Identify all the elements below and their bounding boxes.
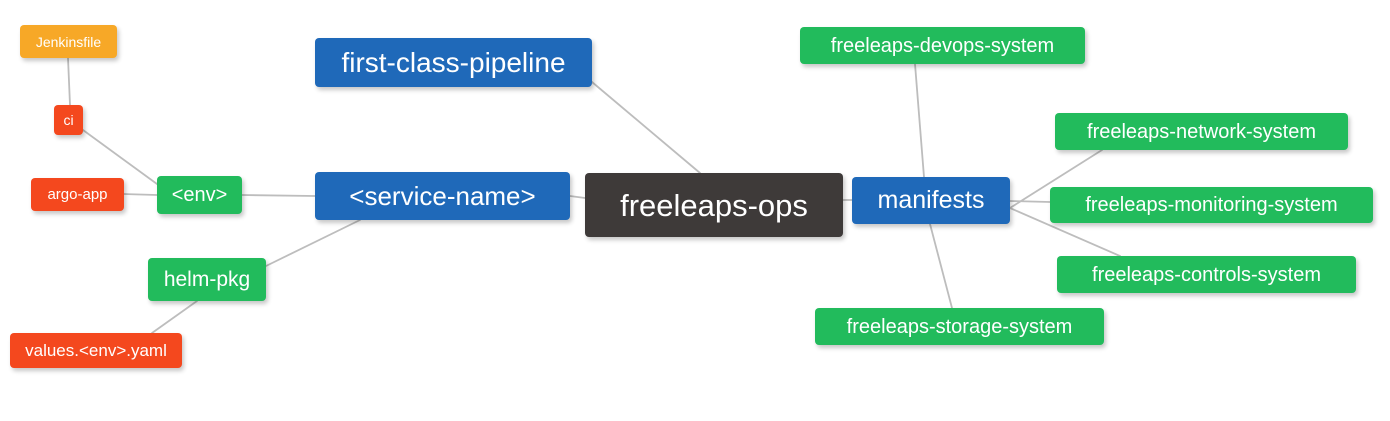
edge-values-yaml-to-helm-pkg — [151, 300, 198, 334]
edge-manifests-to-freeleaps-devops-system — [914, 63, 925, 178]
node-jenkinsfile[interactable]: Jenkinsfile — [20, 25, 117, 58]
node-label: freeleaps-ops — [620, 187, 808, 223]
edge-argo-app-to-env — [123, 193, 158, 196]
node-freeleaps-controls-system[interactable]: freeleaps-controls-system — [1057, 256, 1356, 293]
node-label: values.<env>.yaml — [25, 341, 167, 360]
edge-jenkinsfile-to-ci — [67, 57, 71, 106]
node-freeleaps-ops[interactable]: freeleaps-ops — [585, 173, 843, 237]
edge-manifests-to-freeleaps-network-system — [1009, 149, 1103, 209]
node-env[interactable]: <env> — [157, 176, 242, 214]
node-label: freeleaps-monitoring-system — [1085, 194, 1338, 216]
node-manifests[interactable]: manifests — [852, 177, 1010, 224]
node-freeleaps-storage-system[interactable]: freeleaps-storage-system — [815, 308, 1104, 345]
node-label: freeleaps-controls-system — [1092, 263, 1321, 286]
node-label: freeleaps-devops-system — [830, 34, 1055, 57]
node-ci[interactable]: ci — [54, 105, 83, 135]
node-freeleaps-monitoring-system[interactable]: freeleaps-monitoring-system — [1050, 187, 1373, 223]
node-label: <service-name> — [349, 181, 536, 211]
node-freeleaps-network-system[interactable]: freeleaps-network-system — [1055, 113, 1348, 150]
edge-env-to-service-name — [241, 194, 316, 197]
node-label: argo-app — [47, 186, 108, 203]
node-label: freeleaps-network-system — [1087, 120, 1316, 143]
node-values-yaml[interactable]: values.<env>.yaml — [10, 333, 182, 368]
edge-service-name-to-freeleaps-ops — [569, 195, 586, 199]
node-label: first-class-pipeline — [341, 46, 566, 78]
node-first-class-pipeline[interactable]: first-class-pipeline — [315, 38, 592, 87]
node-freeleaps-devops-system[interactable]: freeleaps-devops-system — [800, 27, 1085, 64]
edge-helm-pkg-to-service-name — [265, 219, 361, 267]
edge-manifests-to-freeleaps-controls-system — [1009, 207, 1121, 257]
node-label: manifests — [877, 186, 985, 214]
edge-ci-to-env — [82, 129, 158, 185]
node-label: Jenkinsfile — [35, 33, 102, 50]
node-helm-pkg[interactable]: helm-pkg — [148, 258, 266, 301]
edge-manifests-to-freeleaps-storage-system — [929, 223, 953, 309]
node-service-name[interactable]: <service-name> — [315, 172, 570, 220]
node-label: helm-pkg — [163, 268, 251, 291]
node-label: <env> — [171, 184, 228, 206]
edge-first-class-pipeline-to-freeleaps-ops — [591, 81, 701, 174]
node-label: ci — [63, 112, 74, 128]
node-label: freeleaps-storage-system — [846, 315, 1073, 338]
edge-manifests-to-freeleaps-monitoring-system — [1009, 200, 1051, 203]
node-argo-app[interactable]: argo-app — [31, 178, 124, 211]
